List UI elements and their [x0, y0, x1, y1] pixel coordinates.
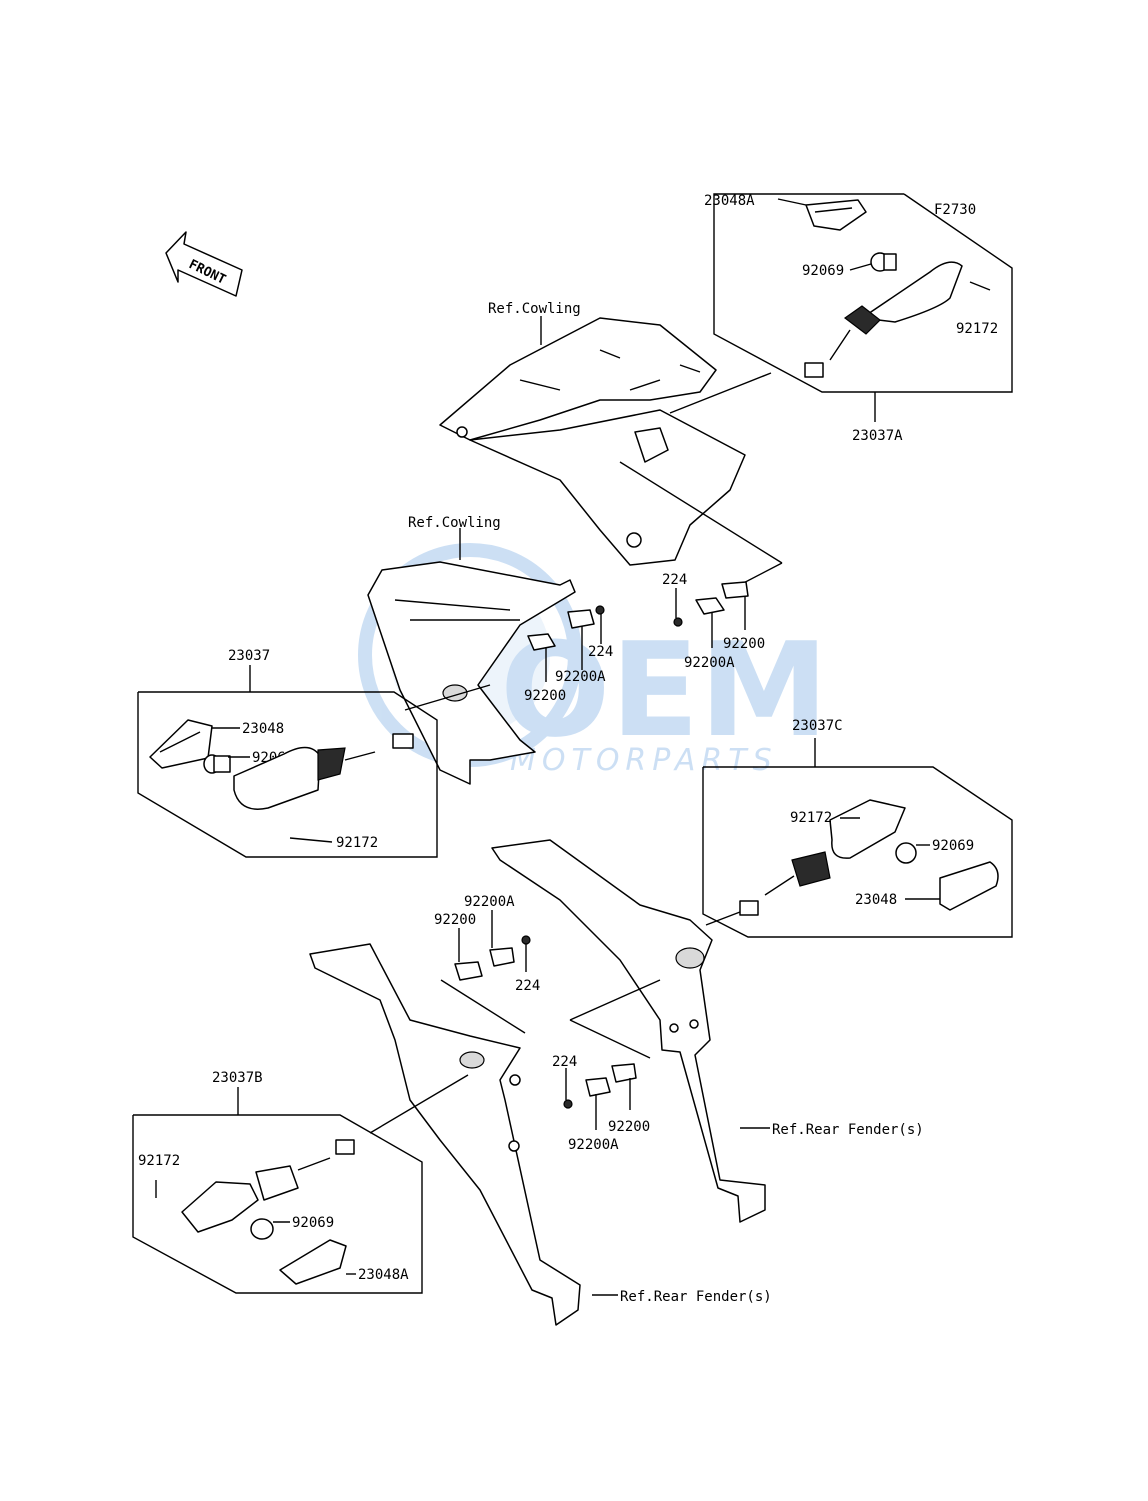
- fastener-group-left: [527, 605, 605, 651]
- bulb-92069-right: [895, 842, 917, 864]
- signal-housing-top: [804, 261, 963, 378]
- label-92200A-mid: 92200A: [684, 655, 735, 671]
- watermark-brand: OEM: [500, 614, 829, 766]
- label-ref-rear-fender-1: Ref.Rear Fender(s): [772, 1122, 924, 1138]
- signal-housing-left: [233, 733, 414, 810]
- label-92200A-bot: 92200A: [568, 1137, 619, 1153]
- label-92200A-left: 92200A: [555, 669, 606, 685]
- label-224-left: 224: [588, 644, 613, 660]
- label-23037C: 23037C: [792, 718, 843, 734]
- bulb-92069-bl: [250, 1218, 274, 1240]
- label-92172-bl: 92172: [138, 1153, 180, 1169]
- label-ref-cowling-2: Ref.Cowling: [408, 515, 501, 531]
- rear-fender-right: [491, 839, 766, 1223]
- rear-fender-left: [309, 943, 581, 1326]
- kit-box-23037C: [702, 738, 1013, 938]
- bulb-92069-left: [203, 754, 231, 774]
- kit-box-23037B: [132, 1074, 469, 1294]
- label-ref-cowling-1: Ref.Cowling: [488, 301, 581, 317]
- kit-box-23037A: [669, 193, 1013, 422]
- label-92069-right: 92069: [932, 838, 974, 854]
- label-23048A-bl: 23048A: [358, 1267, 409, 1283]
- label-23037A: 23037A: [852, 428, 903, 444]
- label-92172-top: 92172: [956, 321, 998, 337]
- upper-cowling: [439, 317, 746, 566]
- lens-23048A-top: [805, 199, 867, 231]
- label-23048-left: 23048: [242, 721, 284, 737]
- bulb-92069-top: [870, 252, 897, 272]
- label-92069-bl: 92069: [292, 1215, 334, 1231]
- lens-23048-right: [939, 861, 999, 911]
- front-arrow-icon: FRONT: [165, 231, 243, 297]
- fastener-group-bot: [563, 1063, 637, 1109]
- label-92200-mid: 92200: [723, 636, 765, 652]
- fastener-group-low: [454, 935, 531, 981]
- figure-code: F2730: [934, 202, 976, 218]
- label-92172-left: 92172: [336, 835, 378, 851]
- watermark-sub: MOTORPARTS: [510, 743, 778, 778]
- label-23048A-top: 23048A: [704, 193, 755, 209]
- label-92200-left: 92200: [524, 688, 566, 704]
- label-23037B: 23037B: [212, 1070, 263, 1086]
- label-224-bot: 224: [552, 1054, 577, 1070]
- fastener-group-mid: [673, 581, 749, 627]
- label-23037: 23037: [228, 648, 270, 664]
- lower-cowling: [367, 561, 576, 785]
- kit-box-23037: [137, 665, 491, 858]
- signal-housing-bl: [181, 1139, 355, 1233]
- label-224-mid: 224: [662, 572, 687, 588]
- label-92200-low: 92200: [434, 912, 476, 928]
- lens-23048-left: [149, 719, 213, 769]
- label-92200-bot: 92200: [608, 1119, 650, 1135]
- label-224-low: 224: [515, 978, 540, 994]
- label-ref-rear-fender-2: Ref.Rear Fender(s): [620, 1289, 772, 1305]
- label-92200A-low: 92200A: [464, 894, 515, 910]
- label-92172-right: 92172: [790, 810, 832, 826]
- signal-housing-right: [739, 799, 906, 916]
- lens-23048A-bl: [279, 1239, 347, 1285]
- label-92069-top: 92069: [802, 263, 844, 279]
- label-23048-right: 23048: [855, 892, 897, 908]
